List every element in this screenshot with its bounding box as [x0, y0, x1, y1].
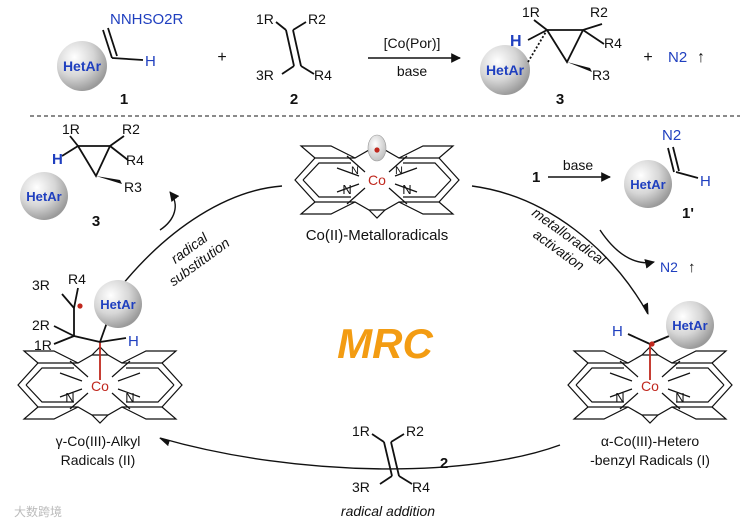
r2-label: 2R — [32, 317, 50, 333]
hetar-label: HetAr — [63, 58, 102, 74]
r2-label: R2 — [308, 11, 326, 27]
hetar-label: HetAr — [486, 62, 525, 78]
r2-label: R2 — [406, 423, 424, 439]
reaction-arrow: [Co(Por)] base — [368, 35, 461, 79]
intermediate-i-caption-line1: α-Co(III)-Hetero — [601, 433, 700, 449]
co-ii-caption: Co(II)-Metalloradicals — [306, 227, 449, 244]
base-label: base — [563, 157, 594, 173]
r1-label: 1R — [34, 337, 52, 353]
hetar-sphere — [57, 41, 107, 91]
hydrazone-group: NNHSO2R — [110, 11, 184, 28]
compound-number-3: 3 — [92, 213, 100, 230]
hydrogen-label: H — [700, 173, 711, 190]
intermediate-ii-caption-line2: Radicals (II) — [61, 452, 136, 468]
watermark: 大数跨境 — [14, 504, 62, 519]
cobalt-label: Co — [368, 172, 386, 188]
intermediate-1-prime: 1' — [682, 205, 694, 222]
co-ii-catalyst: Co N N N N — [294, 134, 460, 219]
nitrogen-left: N — [65, 390, 74, 405]
hetar-sphere — [666, 301, 714, 349]
diazo-group: N2 — [662, 127, 681, 144]
top-scheme: HetAr NNHSO2R H 1 + 1R R2 3R R4 2 [Co(Po… — [57, 4, 705, 108]
reagent-1: HetAr NNHSO2R H 1 — [57, 11, 184, 108]
radical-dot — [649, 341, 655, 347]
activation-step: 1 base N2 H HetAr 1' N2 ↑ — [532, 127, 711, 276]
mrc-center-label: MRC — [337, 320, 433, 367]
nitrogen-left: N — [615, 390, 624, 405]
nitrogen-left: N — [342, 182, 351, 197]
base-label: base — [397, 63, 428, 79]
r3-label: R3 — [592, 67, 610, 83]
hetar-sphere — [20, 172, 68, 220]
gas-evolution-arrow: ↑ — [688, 259, 696, 276]
r2-label: R2 — [122, 121, 140, 137]
intermediate-ii: HetAr H 3R R4 2R 1R Co N N γ-Co(III)-Alk… — [17, 271, 183, 468]
cobalt-label: Co — [91, 378, 109, 394]
r4-label: R4 — [604, 35, 622, 51]
r2-label: R2 — [590, 4, 608, 20]
hetar-sphere — [94, 280, 142, 328]
reagent-1-label: 1 — [532, 169, 540, 186]
catalyst-label: [Co(Por)] — [384, 35, 441, 51]
r1-label: 1R — [256, 11, 274, 27]
plus-sign: + — [217, 49, 226, 66]
cycle-reagent-2: 1R R2 3R R4 2 — [352, 423, 448, 495]
nitrogen-right: N — [125, 390, 134, 405]
plus-sign: + — [643, 49, 652, 66]
hydrogen-label: H — [612, 323, 623, 340]
cycle-product-3: HetAr H 1R R2 R4 R3 3 — [20, 121, 144, 230]
hetar-sphere — [624, 160, 672, 208]
hetar-label: HetAr — [100, 297, 135, 312]
radical-dot — [374, 147, 380, 153]
hetar-sphere — [480, 45, 530, 95]
r3-label: 3R — [32, 277, 50, 293]
nitrogen-top-right: N — [395, 165, 403, 177]
hydrogen-label: H — [145, 53, 156, 70]
hydrogen-label: H — [128, 333, 139, 350]
nitrogen-byproduct: N2 — [668, 49, 687, 66]
r4-label: R4 — [412, 479, 430, 495]
r1-label: 1R — [62, 121, 80, 137]
nitrogen-right: N — [675, 390, 684, 405]
nitrogen-top-left: N — [351, 165, 359, 177]
intermediate-i: HetAr H Co N N α-Co(III)-Hetero -benzyl … — [567, 301, 733, 468]
hetar-label: HetAr — [26, 189, 61, 204]
reagent-2: 1R R2 3R R4 2 — [256, 11, 332, 108]
hetar-label: HetAr — [672, 318, 707, 333]
compound-number-1: 1 — [120, 91, 128, 108]
r4-label: R4 — [314, 67, 332, 83]
step-metalloradical-activation: metalloradical activation — [529, 204, 609, 274]
cobalt-label: Co — [641, 378, 659, 394]
n2-release: N2 — [660, 259, 678, 275]
step-radical-addition: radical addition — [341, 503, 435, 519]
compound-number-2: 2 — [440, 455, 448, 472]
r3-label: R3 — [124, 179, 142, 195]
hydrogen-label: H — [510, 33, 522, 50]
nitrogen-right: N — [402, 182, 411, 197]
product-3: HetAr H 1R R2 R4 R3 3 — [480, 4, 622, 108]
r1-label: 1R — [522, 4, 540, 20]
radical-dot — [77, 303, 83, 309]
intermediate-ii-caption-line1: γ-Co(III)-Alkyl — [56, 433, 141, 449]
compound-number-2: 2 — [290, 91, 298, 108]
step-radical-substitution: radical substitution — [166, 229, 233, 289]
r4-label: R4 — [68, 271, 86, 287]
r3-label: 3R — [352, 479, 370, 495]
compound-number-3: 3 — [556, 91, 564, 108]
hydrogen-label: H — [52, 151, 63, 168]
cycle-arrows — [117, 185, 655, 470]
r3-label: 3R — [256, 67, 274, 83]
gas-evolution-arrow: ↑ — [697, 49, 705, 66]
r1-label: 1R — [352, 423, 370, 439]
intermediate-i-caption-line2: -benzyl Radicals (I) — [590, 452, 710, 468]
hetar-label: HetAr — [630, 177, 665, 192]
r4-label: R4 — [126, 152, 144, 168]
